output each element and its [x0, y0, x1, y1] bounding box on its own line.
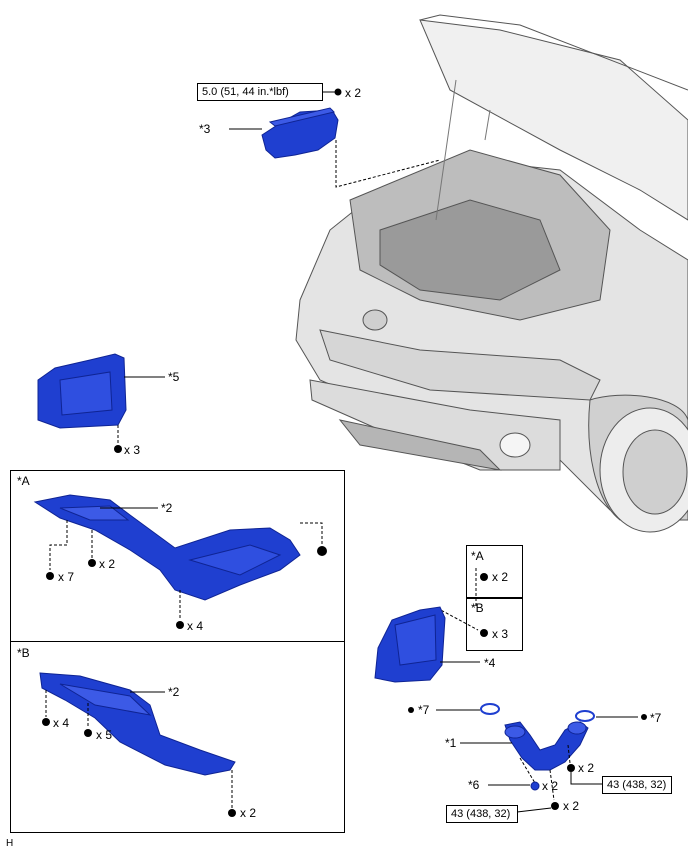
bolt-icon	[84, 729, 92, 737]
upper-torque-leader	[570, 772, 602, 785]
qty-pipe-lower: x 2	[563, 799, 580, 813]
qty-a-x2: x 2	[99, 557, 116, 571]
lower-bolt-dash	[549, 769, 555, 801]
undercover-a-part	[33, 494, 301, 601]
cover-5-part	[37, 353, 127, 429]
bolt-icon	[88, 559, 96, 567]
callout-6: *6	[468, 778, 480, 792]
pipe-bolt-torque-spec: 43 (438, 32)	[602, 776, 672, 794]
undercover-b-part	[39, 672, 236, 776]
legend-b-label: *B	[471, 601, 484, 615]
qty-legend-a: x 2	[492, 570, 509, 584]
upper-bolt-dash	[567, 744, 571, 764]
qty-b-x4: x 4	[53, 716, 70, 730]
clip-icon	[480, 573, 488, 581]
bolt-icon	[176, 621, 184, 629]
box-a-label: *A	[17, 474, 30, 488]
qty-legend-b: x 3	[492, 627, 509, 641]
legend-b-frame	[466, 597, 523, 651]
qty-part6: x 2	[542, 779, 559, 793]
bolt-icon	[228, 809, 236, 817]
dash-a-right	[300, 522, 323, 545]
reservoir-dashed-link	[335, 140, 441, 188]
callout-2-a: *2	[161, 501, 173, 515]
callout-5: *5	[168, 370, 180, 384]
callout-7-left: *7	[418, 703, 430, 717]
callout-4: *4	[484, 656, 496, 670]
reservoir-bolt-icon	[334, 88, 342, 96]
dash-a-x7	[49, 520, 68, 570]
qty-cover5: x 3	[124, 443, 141, 457]
legend-dash	[436, 607, 479, 631]
legend-a-label: *A	[471, 549, 484, 563]
lower-torque-leader	[516, 807, 552, 813]
callout-3: *3	[199, 122, 211, 136]
reservoir-part	[261, 107, 339, 159]
bolt-icon	[42, 718, 50, 726]
clip-icon	[480, 629, 488, 637]
callout-1: *1	[445, 736, 457, 750]
pipe-lower-torque-spec: 43 (438, 32)	[446, 805, 518, 823]
legend-a-frame	[466, 545, 523, 599]
filler-pipe-part	[504, 721, 589, 771]
cover-4-part	[374, 606, 446, 683]
qty-a-x4: x 4	[187, 619, 204, 633]
gasket-right-icon	[575, 710, 595, 722]
reservoir-torque-spec: 5.0 (51, 44 in.*lbf)	[197, 83, 323, 101]
gasket-mark-icon	[408, 707, 414, 713]
box-b-label: *B	[17, 646, 30, 660]
clip-icon	[530, 781, 540, 791]
qty-b-x5: x 5	[96, 728, 113, 742]
qty-b-x2: x 2	[240, 806, 257, 820]
bolt-icon	[46, 572, 54, 580]
clip-icon	[114, 445, 122, 453]
gasket-mark-icon	[641, 714, 647, 720]
bolt-icon	[317, 546, 327, 556]
qty-reservoir: x 2	[345, 86, 362, 100]
callout-7-right: *7	[650, 711, 662, 725]
qty-pipe-upper: x 2	[578, 761, 595, 775]
callout-2-b: *2	[168, 685, 180, 699]
qty-a-x7: x 7	[58, 570, 75, 584]
bolt-icon	[567, 764, 575, 772]
box-a-frame	[10, 470, 345, 642]
figure-ref-letter: H	[6, 838, 14, 849]
box-b-frame	[10, 641, 345, 833]
vehicle-illustration	[295, 14, 688, 533]
bolt-icon	[551, 802, 559, 810]
gasket-left-icon	[480, 703, 500, 715]
